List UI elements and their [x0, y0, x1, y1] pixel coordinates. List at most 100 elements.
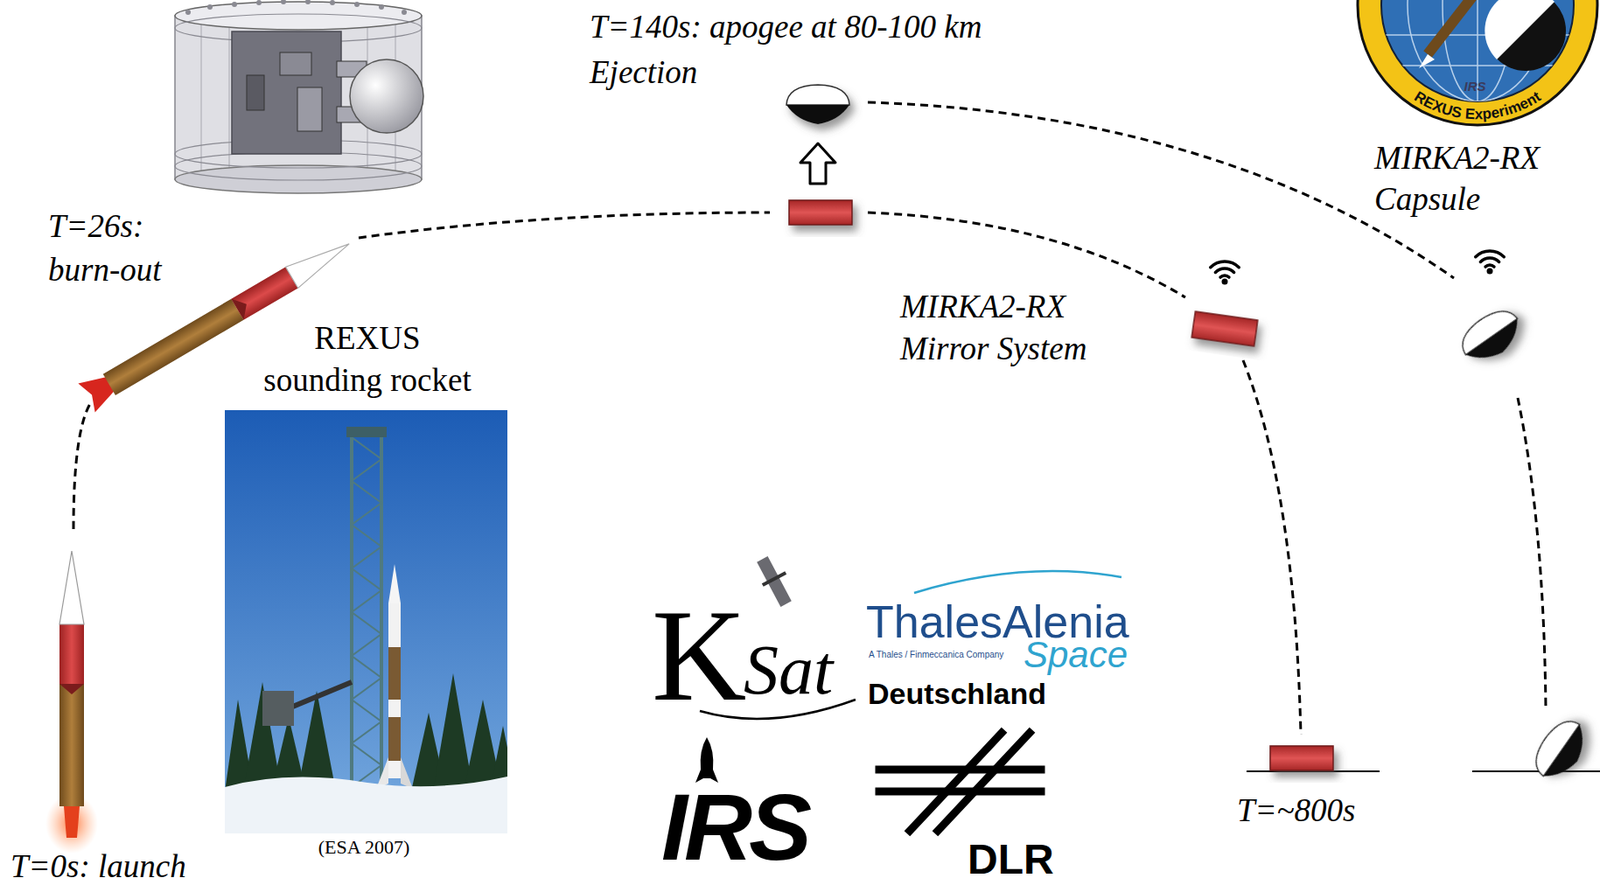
part-name: Capsule — [1374, 181, 1481, 219]
landed-capsule — [1527, 712, 1596, 788]
ksat-logo-mark — [761, 571, 787, 587]
launch-photo — [351, 433, 382, 792]
vehicle-name: sounding rocket — [263, 362, 471, 400]
descending-capsule — [1453, 302, 1529, 371]
payload-module-cad — [378, 4, 385, 10]
trajectory-line — [867, 212, 1186, 298]
launch-photo — [224, 410, 508, 834]
payload-module-cad — [305, 0, 311, 5]
burnout-rocket — [230, 293, 253, 321]
vehicle-name: REXUS — [314, 320, 420, 358]
payload-module-cad — [256, 0, 262, 6]
time-note: T=140s: apogee at 80-100 km — [589, 8, 982, 47]
photo-credit: (ESA 2007) — [318, 836, 411, 859]
mirror-system-box — [1191, 311, 1258, 347]
trajectory-line — [1517, 398, 1546, 711]
mirror-system-box — [789, 200, 853, 225]
payload-module-cad — [280, 0, 287, 5]
mirror-system-box — [1270, 746, 1334, 771]
payload-module-cad — [174, 1, 422, 30]
mission-badge — [1357, 0, 1598, 126]
mission-badge — [1418, 0, 1566, 71]
launch-photo — [284, 682, 352, 711]
mission-badge — [1484, 0, 1555, 60]
burnout-rocket — [103, 299, 245, 396]
trajectory-line — [358, 212, 770, 238]
launch-photo — [400, 757, 413, 790]
launch-rocket — [59, 551, 84, 625]
logo-text: DLR — [967, 838, 1055, 881]
launch-photo — [346, 426, 387, 438]
logo-text: Deutschland — [867, 678, 1047, 709]
time-note: burn-out — [48, 251, 162, 290]
payload-module-cad — [354, 1, 360, 7]
payload-module-cad — [201, 19, 203, 180]
ksat-logo-mark — [756, 556, 792, 608]
launch-photo — [388, 564, 401, 604]
time-note: Ejection — [589, 54, 698, 92]
time-note: T=~800s — [1236, 792, 1356, 831]
dlr-logo-mark — [937, 733, 1030, 832]
logo-text: Sat — [743, 635, 833, 706]
payload-module-cad — [246, 75, 265, 111]
payload-module-cad — [185, 0, 407, 15]
payload-module-cad — [174, 165, 422, 194]
trajectory-line — [867, 102, 1454, 279]
payload-module-cad — [279, 52, 312, 76]
trajectory-line — [1243, 360, 1301, 735]
signal-icon — [1475, 251, 1505, 274]
trajectory-line — [73, 402, 91, 530]
descending-capsule — [1453, 302, 1529, 371]
part-name: Mirror System — [900, 330, 1087, 369]
launch-photo — [388, 603, 401, 779]
part-name: MIRKA2-RX — [900, 288, 1066, 327]
launch-photo — [297, 691, 336, 792]
signal-icon — [1210, 261, 1240, 285]
launch-photo — [224, 410, 508, 834]
launch-photo — [388, 717, 401, 762]
launch-rocket — [63, 806, 80, 839]
irs-rocket-mark — [695, 737, 719, 783]
payload-module-cad — [231, 1, 238, 7]
mission-badge — [1418, 54, 1435, 69]
launch-rocket — [59, 684, 84, 695]
landed-capsule — [1527, 712, 1596, 788]
logo-text: Space — [1023, 636, 1128, 674]
ground-line — [1472, 770, 1600, 773]
time-note: T=0s: launch — [10, 848, 187, 887]
payload-module-cad — [329, 0, 336, 6]
payload-module-cad — [185, 9, 191, 15]
time-note: T=26s: — [48, 208, 144, 246]
launch-photo — [433, 673, 474, 792]
payload-module-cad — [174, 152, 422, 181]
ejection-arrow — [800, 143, 836, 184]
launch-rocket — [45, 551, 98, 854]
launch-photo — [379, 433, 384, 792]
launch-photo — [388, 647, 401, 700]
payload-module-cad — [174, 0, 424, 194]
mission-badge — [1427, 0, 1477, 55]
apogee-capsule — [786, 84, 850, 125]
burnout-rocket — [286, 233, 357, 289]
thales-swoosh — [914, 571, 1122, 594]
apogee-capsule — [786, 84, 850, 125]
logo-text: A Thales / Finmeccanica Company — [868, 650, 1004, 660]
launch-photo — [224, 776, 508, 834]
burnout-rocket — [230, 266, 298, 321]
badge-logo-text: IRS — [1463, 78, 1486, 94]
dlr-logo-mark — [879, 788, 1042, 797]
payload-module-cad — [231, 31, 342, 154]
mission-badge — [1485, 0, 1566, 71]
payload-module-cad — [207, 4, 213, 10]
payload-module-cad — [401, 9, 407, 15]
payload-module-cad — [349, 59, 424, 133]
part-name: MIRKA2-RX — [1374, 139, 1540, 178]
launch-rocket — [59, 684, 84, 807]
launch-photo — [351, 437, 382, 788]
payload-module-cad — [297, 87, 322, 132]
logo-text: K — [651, 589, 747, 721]
payload-module-cad — [229, 22, 231, 180]
